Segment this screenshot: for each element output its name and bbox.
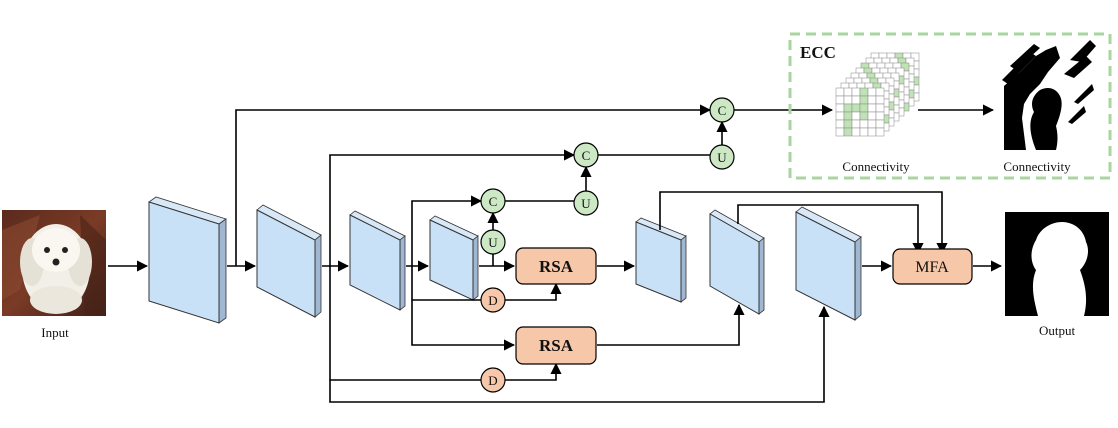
svg-text:D: D <box>488 293 497 308</box>
input-label: Input <box>41 325 69 340</box>
mfa-module: MFA <box>892 248 973 285</box>
grid-cell <box>867 127 877 137</box>
rsa-module-top: RSA <box>515 247 597 285</box>
svg-text:D: D <box>488 373 497 388</box>
svg-text:C: C <box>718 103 727 118</box>
svg-text:U: U <box>488 235 498 250</box>
decoder-block-2 <box>709 209 765 315</box>
grid-cell <box>851 103 861 113</box>
grid-cell <box>875 111 885 121</box>
svg-text:RSA: RSA <box>539 336 574 355</box>
decoder-block-1 <box>635 217 687 303</box>
svg-text:U: U <box>581 196 591 211</box>
svg-text:C: C <box>582 148 591 163</box>
grid-cell <box>875 87 885 97</box>
concat-node-3: C <box>709 97 735 123</box>
grid-cell <box>843 87 853 97</box>
rsa-module-bottom: RSA <box>515 326 597 365</box>
concat-node-1: C <box>480 188 506 214</box>
grid-cell <box>867 111 877 121</box>
grid-cell <box>851 87 861 97</box>
grid-cell <box>835 119 845 129</box>
grid-cell <box>851 127 861 137</box>
grid-cell <box>867 103 877 113</box>
output-mask <box>1005 212 1109 316</box>
grid-cell <box>859 103 869 113</box>
upsample-node-1: U <box>480 229 506 255</box>
ecc-title: ECC <box>800 43 836 62</box>
grid-cell <box>859 95 869 105</box>
output-label: Output <box>1039 323 1076 338</box>
grid-cell <box>851 95 861 105</box>
encoder-block-1 <box>148 196 227 324</box>
connectivity-label-left: Connectivity <box>842 159 910 174</box>
grid-cell <box>859 87 869 97</box>
connectivity-mask <box>996 40 1096 150</box>
grid-cell <box>835 103 845 113</box>
encoder-block-3 <box>349 210 406 311</box>
encoder-block-4 <box>429 215 479 301</box>
grid-cell <box>843 127 853 137</box>
grid-cell <box>843 103 853 113</box>
svg-text:U: U <box>717 150 727 165</box>
grid-cell <box>843 95 853 105</box>
ecc-panel <box>788 32 1112 180</box>
grid-cell <box>875 103 885 113</box>
grid-cell <box>835 111 845 121</box>
grid-cell <box>875 127 885 137</box>
grid-cell <box>835 127 845 137</box>
concat-node-2: C <box>573 142 599 168</box>
downsample-node-1: D <box>480 287 506 313</box>
svg-text:C: C <box>489 194 498 209</box>
grid-cell <box>867 95 877 105</box>
grid-cell <box>851 119 861 129</box>
grid-cell <box>843 111 853 121</box>
grid-cell <box>875 119 885 129</box>
grid-cell <box>843 119 853 129</box>
grid-cell <box>859 119 869 129</box>
grid-cell <box>867 119 877 129</box>
input-image <box>2 210 106 316</box>
grid-cell <box>867 87 877 97</box>
connection-lines <box>108 104 1003 403</box>
svg-text:RSA: RSA <box>539 257 574 276</box>
upsample-node-2: U <box>573 190 599 216</box>
decoder-block-3 <box>795 206 862 321</box>
grid-cell <box>859 111 869 121</box>
grid-cell <box>851 111 861 121</box>
downsample-node-2: D <box>480 367 506 393</box>
encoder-block-2 <box>256 204 322 318</box>
connectivity-label-right: Connectivity <box>1003 159 1071 174</box>
grid-cell <box>835 87 845 97</box>
grid-cell <box>875 95 885 105</box>
connectivity-grid <box>835 52 920 137</box>
grid-cell <box>859 127 869 137</box>
svg-text:MFA: MFA <box>915 259 949 276</box>
grid-cell <box>835 95 845 105</box>
upsample-node-3: U <box>709 144 735 170</box>
